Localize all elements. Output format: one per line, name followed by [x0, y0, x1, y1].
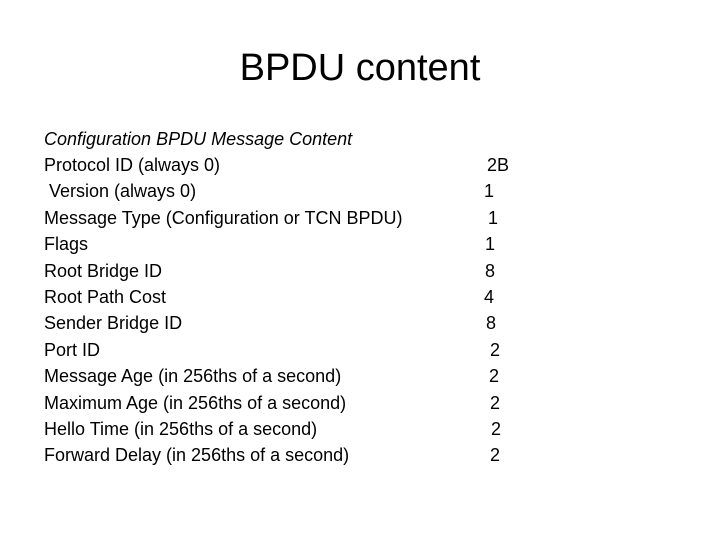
- field-label: Root Bridge ID: [44, 260, 163, 281]
- field-row: Protocol ID (always 0) 2B: [44, 152, 564, 178]
- field-label: Flags: [44, 234, 89, 255]
- field-label: Port ID: [44, 339, 101, 360]
- field-row: Hello Time (in 256ths of a second) 2: [44, 416, 564, 442]
- field-list: Protocol ID (always 0) 2B Version (alway…: [44, 152, 564, 469]
- field-label: Maximum Age (in 256ths of a second): [44, 392, 347, 413]
- field-row: Flags 1: [44, 231, 564, 257]
- field-row: Port ID 2: [44, 337, 564, 363]
- section-heading: Configuration BPDU Message Content: [44, 129, 353, 149]
- field-size: 2: [490, 392, 501, 413]
- field-row: Root Path Cost 4: [44, 284, 564, 310]
- field-row: Root Bridge ID 8: [44, 258, 564, 284]
- field-size: 2: [491, 418, 502, 439]
- slide-title: BPDU content: [239, 47, 481, 89]
- field-size: 2: [490, 339, 501, 360]
- field-size: 1: [485, 234, 496, 255]
- field-row: Message Type (Configuration or TCN BPDU)…: [44, 205, 564, 231]
- field-label: Hello Time (in 256ths of a second): [44, 418, 318, 439]
- field-size: 1: [488, 207, 499, 228]
- field-row: Sender Bridge ID 8: [44, 310, 564, 336]
- field-size: 8: [485, 260, 496, 281]
- field-row: Forward Delay (in 256ths of a second) 2: [44, 442, 564, 468]
- field-label: Message Type (Configuration or TCN BPDU): [44, 207, 403, 228]
- field-size: 2: [489, 366, 500, 387]
- field-size: 2: [490, 445, 501, 466]
- field-row: Version (always 0) 1: [44, 178, 564, 204]
- field-size: 1: [484, 181, 495, 202]
- field-size: 4: [484, 286, 495, 307]
- field-label: Protocol ID (always 0): [44, 155, 221, 175]
- field-size: 8: [486, 313, 497, 334]
- field-row: Maximum Age (in 256ths of a second) 2: [44, 390, 564, 416]
- field-label: Message Age (in 256ths of a second): [44, 366, 342, 387]
- field-label: Version (always 0): [44, 181, 197, 202]
- field-row: Message Age (in 256ths of a second) 2: [44, 363, 564, 389]
- field-label: Root Path Cost: [44, 286, 167, 307]
- field-size: 2B: [487, 155, 510, 175]
- field-label: Sender Bridge ID: [44, 313, 183, 334]
- field-label: Forward Delay (in 256ths of a second): [44, 445, 350, 466]
